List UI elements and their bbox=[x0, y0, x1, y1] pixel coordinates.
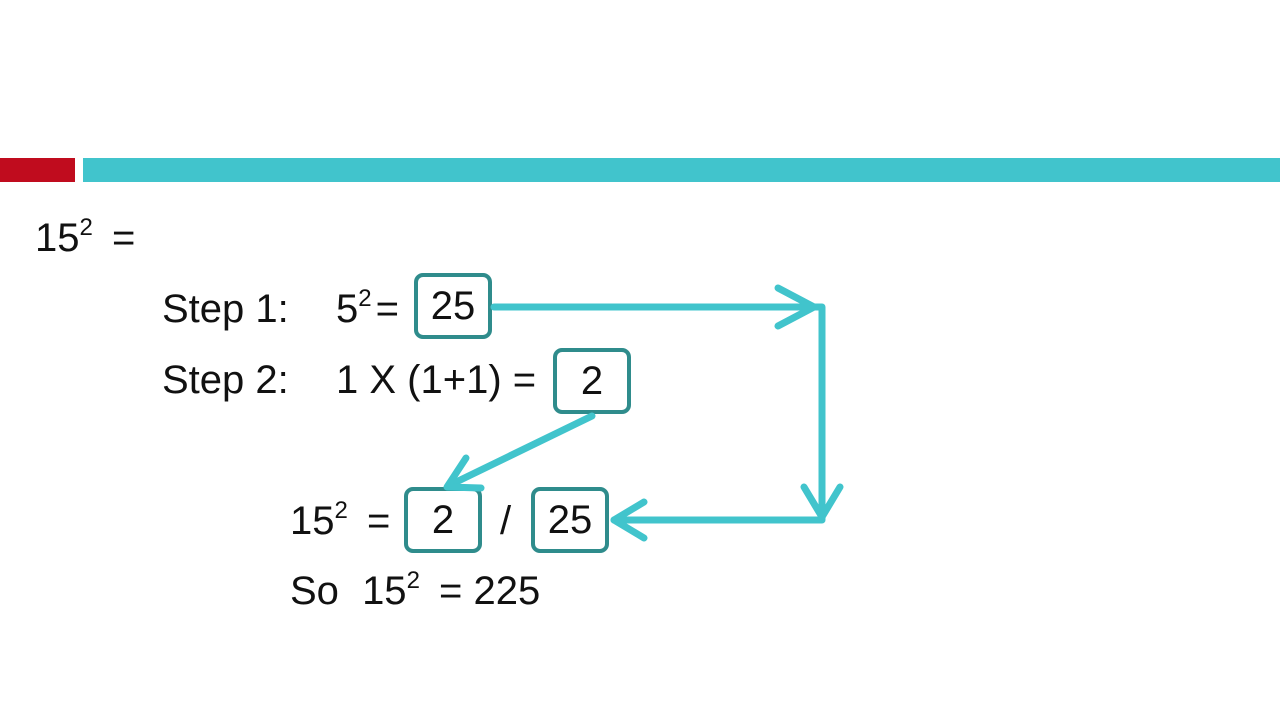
heading-base: 15 bbox=[35, 216, 80, 260]
arrow-step1-path bbox=[490, 303, 826, 524]
combine-base: 15 bbox=[290, 499, 335, 543]
step1-result-box: 25 bbox=[414, 273, 492, 339]
combine-separator: / bbox=[500, 499, 512, 543]
arrow-head-left bbox=[610, 498, 648, 542]
step1-exponent: 2 bbox=[358, 285, 372, 312]
combine-equals: = bbox=[366, 499, 391, 543]
header-accent-bar bbox=[0, 158, 75, 182]
heading-exponent: 2 bbox=[79, 214, 93, 241]
conclusion-base: 15 bbox=[362, 569, 407, 613]
combine-expression: 152 = bbox=[290, 496, 390, 546]
step1-label: Step 1: bbox=[162, 287, 289, 331]
arrow-head-step2 bbox=[443, 454, 485, 492]
conclusion-prefix: So bbox=[290, 569, 339, 613]
heading: 152 = bbox=[35, 213, 135, 263]
step2-expression: 1 X (1+1) = bbox=[336, 358, 537, 402]
conclusion-exponent: 2 bbox=[406, 567, 420, 594]
step1-expression: 52= bbox=[336, 284, 399, 334]
header-bar bbox=[83, 158, 1280, 182]
step1-base: 5 bbox=[336, 287, 359, 331]
arrow-head-right bbox=[774, 284, 818, 330]
conclusion: So 152 = 225 bbox=[290, 566, 540, 616]
step2-result-box: 2 bbox=[553, 348, 631, 414]
conclusion-result: = 225 bbox=[439, 569, 541, 613]
heading-equals: = bbox=[111, 216, 136, 260]
step1-equals: = bbox=[375, 287, 399, 331]
combine-left-box: 2 bbox=[404, 487, 482, 553]
combine-right-box: 25 bbox=[531, 487, 609, 553]
step2-label: Step 2: bbox=[162, 358, 289, 402]
arrow-step2-path bbox=[446, 412, 596, 489]
arrow-head-down bbox=[800, 483, 844, 521]
combine-exponent: 2 bbox=[334, 497, 348, 524]
